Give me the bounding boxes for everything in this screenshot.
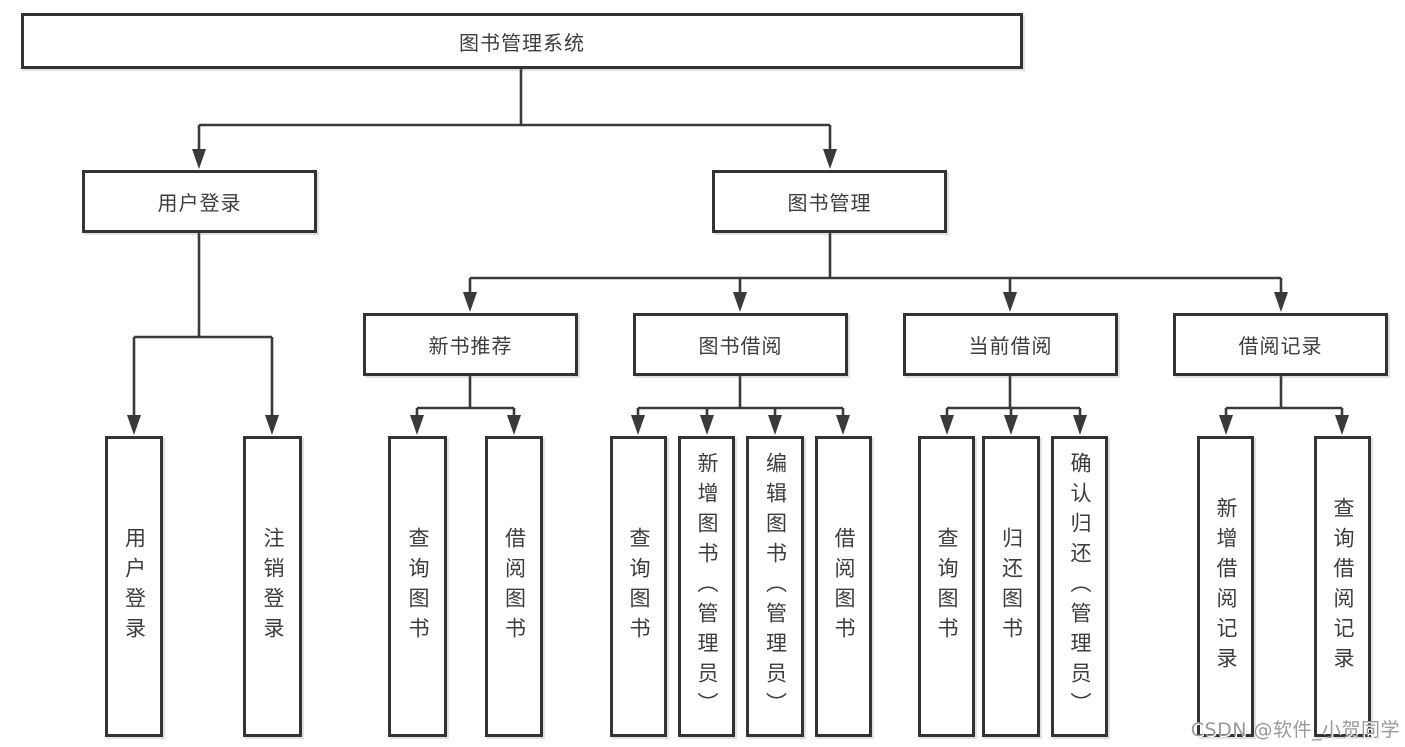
node-book-borrow-label: 图书借阅 [698,334,783,358]
leaf-borrow-books-borrow-label: 借阅图书 [832,526,856,647]
leaf-query-books-current-label: 查询图书 [935,526,959,647]
leaf-query-books-current: 查询图书 [918,436,975,737]
leaf-borrow-books-borrow: 借阅图书 [815,436,872,737]
leaf-add-borrow-record-label: 新增借阅记录 [1214,496,1238,677]
leaf-query-books-recommend: 查询图书 [388,436,447,737]
node-root-label: 图书管理系统 [459,30,585,55]
leaf-logout: 注销登录 [243,436,302,737]
leaf-user-login: 用户登录 [105,436,163,737]
node-new-book-recommend-label: 新书推荐 [428,334,513,358]
leaf-query-books-borrow: 查询图书 [610,436,667,737]
node-root: 图书管理系统 [21,13,1023,69]
node-new-book-recommend: 新书推荐 [363,313,578,376]
node-user-login: 用户登录 [82,170,317,233]
node-book-management: 图书管理 [712,170,947,233]
leaf-logout-label: 注销登录 [261,526,285,647]
leaf-add-book-admin: 新增图书（管理员） [678,436,735,737]
node-current-borrow-label: 当前借阅 [968,334,1053,358]
leaf-user-login-label: 用户登录 [122,526,147,647]
watermark-text: CSDN @软件_小贺同学 [1190,719,1400,741]
leaf-query-books-borrow-label: 查询图书 [627,526,651,647]
leaf-edit-book-admin: 编辑图书（管理员） [746,436,804,737]
leaf-edit-book-admin-label: 编辑图书（管理员） [763,451,788,722]
node-borrow-records-label: 借阅记录 [1238,334,1323,358]
leaf-confirm-return-admin-label: 确认归还（管理员） [1068,451,1092,722]
node-borrow-records: 借阅记录 [1173,313,1388,376]
leaf-return-books-label: 归还图书 [999,526,1024,647]
leaf-query-borrow-record-label: 查询借阅记录 [1331,496,1355,677]
leaf-confirm-return-admin: 确认归还（管理员） [1051,436,1108,737]
leaf-add-book-admin-label: 新增图书（管理员） [695,451,719,722]
leaf-borrow-books-recommend-label: 借阅图书 [502,526,527,647]
node-book-borrow: 图书借阅 [633,313,848,376]
leaf-add-borrow-record: 新增借阅记录 [1197,436,1254,737]
node-book-management-label: 图书管理 [787,191,872,215]
node-user-login-label: 用户登录 [157,191,242,215]
leaf-borrow-books-recommend: 借阅图书 [485,436,543,737]
node-current-borrow: 当前借阅 [903,313,1118,376]
leaf-query-borrow-record: 查询借阅记录 [1314,436,1371,737]
leaf-query-books-recommend-label: 查询图书 [406,526,430,647]
leaf-return-books: 归还图书 [982,436,1040,737]
